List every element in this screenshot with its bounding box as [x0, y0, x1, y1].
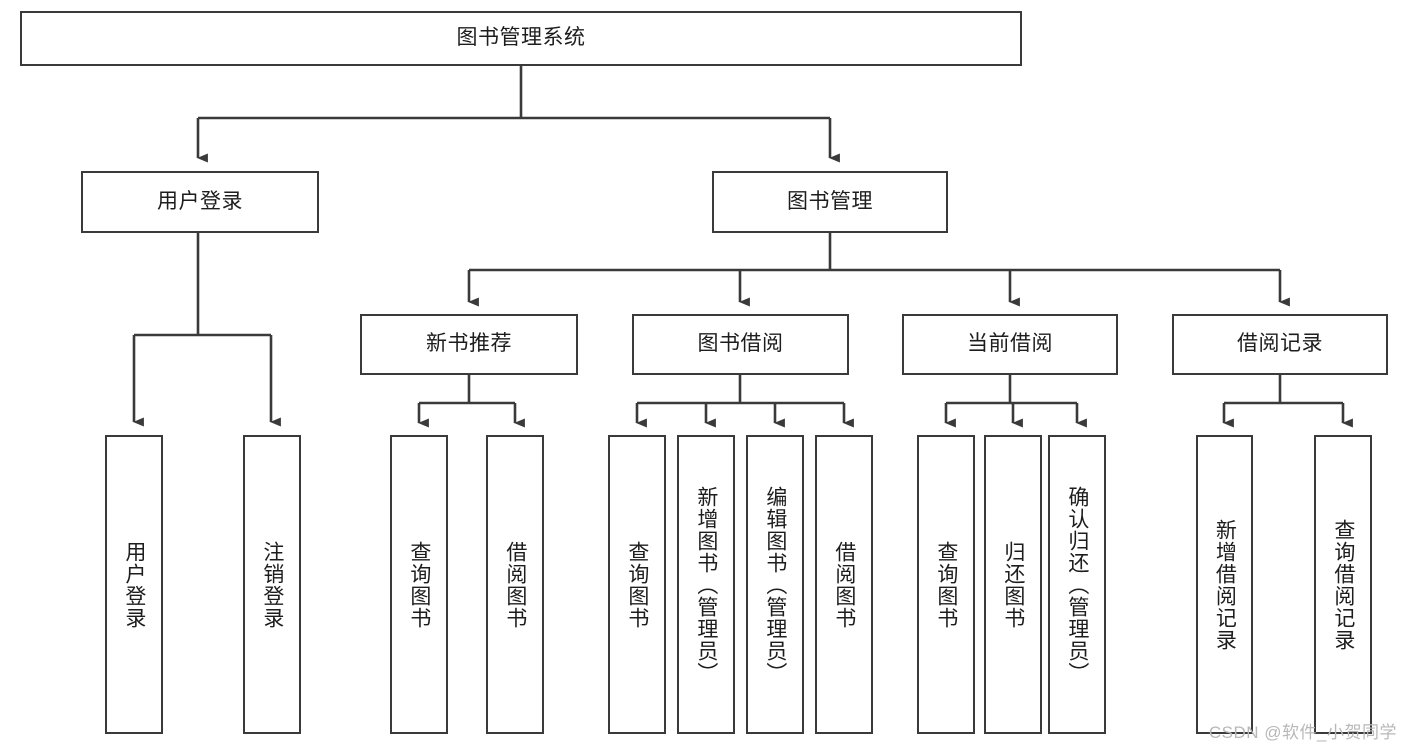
node-root-label: 图书管理系统: [456, 26, 586, 50]
leaf-return-book-label: 归还图书: [1001, 540, 1025, 629]
leaf-query-book-current-label: 查询图书: [934, 540, 958, 629]
leaf-user-login[interactable]: 用户登录: [105, 435, 163, 734]
leaf-add-book-admin-label: 新增图书（管理员）: [694, 485, 718, 684]
leaf-edit-book-admin-label: 编辑图书（管理员）: [763, 485, 787, 684]
leaf-add-book-admin[interactable]: 新增图书（管理员）: [677, 435, 735, 734]
node-book-manage[interactable]: 图书管理: [712, 171, 948, 233]
leaf-query-book-borrow-label: 查询图书: [625, 540, 649, 629]
leaf-query-borrow-record-label: 查询借阅记录: [1331, 518, 1355, 651]
node-current-borrow-label: 当前借阅: [967, 332, 1053, 356]
node-new-book-recommend-label: 新书推荐: [426, 332, 512, 356]
leaf-query-book-rec-label: 查询图书: [407, 540, 431, 629]
node-root[interactable]: 图书管理系统: [20, 11, 1022, 66]
node-user-login-label: 用户登录: [157, 189, 243, 213]
leaf-query-book-rec[interactable]: 查询图书: [390, 435, 448, 734]
leaf-add-borrow-record-label: 新增借阅记录: [1213, 518, 1237, 651]
leaf-confirm-return-admin-label: 确认归还（管理员）: [1065, 485, 1089, 684]
leaf-add-borrow-record[interactable]: 新增借阅记录: [1196, 435, 1253, 734]
node-current-borrow[interactable]: 当前借阅: [902, 314, 1118, 375]
leaf-query-book-current[interactable]: 查询图书: [917, 435, 975, 734]
leaf-confirm-return-admin[interactable]: 确认归还（管理员）: [1048, 435, 1106, 734]
node-borrow-record-label: 借阅记录: [1237, 332, 1323, 356]
leaf-edit-book-admin[interactable]: 编辑图书（管理员）: [746, 435, 804, 734]
leaf-borrow-book-rec[interactable]: 借阅图书: [486, 435, 544, 734]
node-new-book-recommend[interactable]: 新书推荐: [360, 314, 578, 375]
node-book-borrow[interactable]: 图书借阅: [632, 314, 849, 375]
leaf-user-login-label: 用户登录: [122, 540, 146, 629]
node-book-borrow-label: 图书借阅: [697, 332, 784, 356]
leaf-borrow-book[interactable]: 借阅图书: [815, 435, 873, 734]
leaf-borrow-book-label: 借阅图书: [832, 540, 856, 629]
leaf-logout[interactable]: 注销登录: [243, 435, 301, 734]
node-book-manage-label: 图书管理: [787, 189, 873, 213]
node-borrow-record[interactable]: 借阅记录: [1172, 314, 1388, 375]
leaf-borrow-book-rec-label: 借阅图书: [503, 540, 527, 629]
leaf-query-borrow-record[interactable]: 查询借阅记录: [1314, 435, 1372, 734]
leaf-logout-label: 注销登录: [260, 540, 284, 629]
node-user-login[interactable]: 用户登录: [81, 171, 319, 233]
leaf-return-book[interactable]: 归还图书: [984, 435, 1042, 734]
leaf-query-book-borrow[interactable]: 查询图书: [608, 435, 666, 734]
